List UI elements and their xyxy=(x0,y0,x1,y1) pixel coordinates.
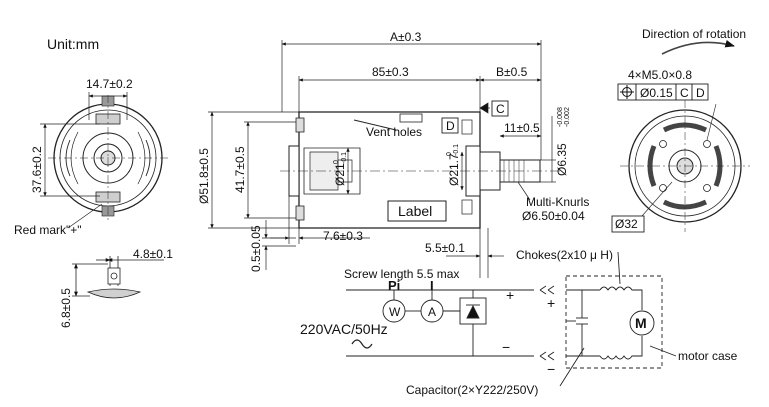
front-view xyxy=(620,100,750,232)
terminal-detail xyxy=(72,256,164,299)
pi-label: Pi xyxy=(388,278,400,293)
dim-7-6: 7.6±0.3 xyxy=(323,229,363,243)
dim-41-7: 41.7±0.5 xyxy=(233,146,247,193)
dim-21: Ø21 xyxy=(333,163,347,186)
i-label: I xyxy=(430,278,434,293)
screw-length-label: Screw length 5.5 max xyxy=(344,267,459,281)
position-icon xyxy=(620,85,634,99)
plus-right: + xyxy=(547,295,555,311)
dim-6-50: Ø6.50±0.04 xyxy=(522,209,585,223)
datum-c-label: C xyxy=(496,102,505,116)
capacitor-label: Capacitor(2×Y222/250V) xyxy=(406,383,538,397)
dim-21-7: Ø21.7 xyxy=(447,153,461,186)
rotation-label: Direction of rotation xyxy=(642,27,746,41)
minus-left: − xyxy=(502,339,510,355)
dim-6-35-tol-lower: -0.002 xyxy=(564,107,571,127)
minus-right: − xyxy=(547,361,555,377)
dim-21-tol-upper: 0 xyxy=(333,160,340,164)
screw-spec: 4×M5.0×0.8 xyxy=(628,68,692,82)
datum-d-label: D xyxy=(446,119,455,133)
left-height-dimension: 37.6±0.2 xyxy=(30,146,44,193)
side-view xyxy=(280,111,560,229)
unit-title: Unit:mm xyxy=(47,36,99,52)
red-mark-label: Red mark"+" xyxy=(14,223,82,237)
dim-32-box xyxy=(611,215,645,233)
dim-11: 11±0.5 xyxy=(504,121,540,135)
motor-case-label: motor case xyxy=(678,349,738,363)
rotation-arrow-icon xyxy=(661,39,735,55)
multi-knurls-label: Multi-Knurls xyxy=(526,195,589,209)
position-tolerance: Ø0.15 xyxy=(640,86,673,100)
dim-6-35: Ø6.35 xyxy=(555,143,569,176)
ammeter-label: A xyxy=(428,305,436,319)
dim-32: Ø32 xyxy=(615,217,638,231)
datum-c-box xyxy=(491,100,509,117)
vent-holes-label: Vent holes xyxy=(366,125,422,139)
circuit-diagram xyxy=(346,251,677,387)
dim-6-35-tol-upper: -0.008 xyxy=(557,107,564,127)
datum-ref-d: D xyxy=(696,86,705,100)
wattmeter-label: W xyxy=(389,305,401,319)
datum-ref-c: C xyxy=(680,86,689,100)
dim-85: 85±0.3 xyxy=(372,65,409,79)
dim-b: B±0.5 xyxy=(496,65,528,79)
left-width-dimension: 14.7±0.2 xyxy=(86,77,133,91)
dim-21-7-tol-upper: 0 xyxy=(446,152,453,156)
terminal-height-dimension: 6.8±0.5 xyxy=(59,288,73,328)
chokes-label: Chokes(2x10 μ H) xyxy=(516,248,613,262)
dim-51-8: Ø51.8±0.5 xyxy=(197,148,211,204)
motor-label: Label xyxy=(398,203,432,219)
plus-left: + xyxy=(506,287,514,303)
dim-21-tol-lower: -0.1 xyxy=(341,152,348,164)
dim-21-7-tol-lower: -0.1 xyxy=(453,144,460,156)
left-view-dimensions xyxy=(40,92,128,229)
datum-d-box xyxy=(441,117,459,134)
motor-symbol: M xyxy=(635,315,647,331)
voltage-label: 220VAC/50Hz xyxy=(300,321,388,337)
dim-0-5: 0.5±0.05 xyxy=(249,225,263,272)
side-view-dimensions xyxy=(208,40,556,278)
left-end-view xyxy=(48,95,168,222)
dim-a: A±0.3 xyxy=(390,30,422,44)
dim-5-5: 5.5±0.1 xyxy=(425,241,465,255)
terminal-width-dimension: 4.8±0.1 xyxy=(133,247,173,261)
